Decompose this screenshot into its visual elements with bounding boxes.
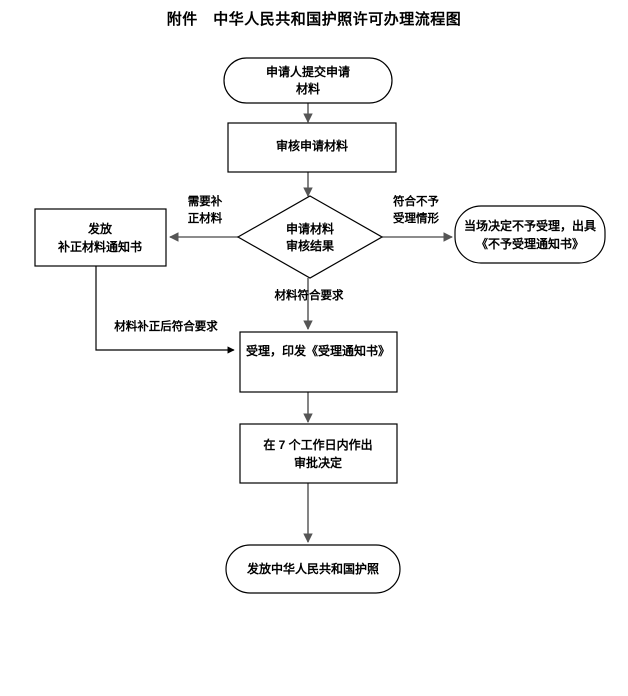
node-reject-label-line1: 当场决定不予受理，出具 [464, 218, 596, 233]
edge-label-not-accepted-line2: 受理情形 [393, 211, 439, 225]
node-approve-label-line2: 审批决定 [294, 455, 342, 470]
node-supplement-shape [34, 208, 167, 267]
node-review[interactable]: 审核申请材料 [227, 122, 397, 173]
edge-label-material-ok-line1: 材料符合要求 [275, 288, 344, 302]
edge-supplement-to-accept [95, 266, 235, 354]
node-decision[interactable]: 申请材料 审核结果 [236, 195, 384, 279]
node-approve[interactable]: 在 7 个工作日内作出 审批决定 [239, 423, 398, 484]
node-approve-label-line1: 在 7 个工作日内作出 [263, 437, 372, 452]
edge-label-need-supplement: 需要补 正材料 [188, 194, 223, 225]
node-decision-shape [236, 195, 384, 279]
node-review-label: 审核申请材料 [276, 138, 348, 153]
edge-label-need-supplement-line2: 正材料 [188, 211, 223, 225]
edge-label-need-supplement-line1: 需要补 [188, 194, 223, 208]
node-issue-shape [225, 544, 401, 594]
node-start[interactable]: 申请人提交申请 材料 [223, 57, 393, 104]
node-reject-shape [454, 205, 606, 264]
node-start-label-line2: 材料 [295, 81, 320, 96]
node-start-label-line1: 申请人提交申请 [266, 64, 350, 79]
edge-label-not-accepted-line1: 符合不予 [393, 194, 439, 208]
node-review-shape [227, 122, 397, 173]
node-decision-label-line2: 审核结果 [286, 238, 334, 253]
node-accept-label: 受理，印发《受理通知书》 [246, 343, 390, 358]
node-supplement-label-line1: 发放 [87, 221, 113, 236]
node-start-shape [223, 57, 393, 104]
page-title: 附件 中华人民共和国护照许可办理流程图 [166, 11, 462, 28]
node-issue-label: 发放中华人民共和国护照 [246, 561, 379, 576]
edge-label-after-supplement-line1: 材料补正后符合要求 [114, 319, 218, 333]
node-accept[interactable]: 受理，印发《受理通知书》 [239, 331, 398, 393]
node-supplement[interactable]: 发放 补正材料通知书 [34, 208, 167, 267]
node-accept-shape [239, 331, 398, 393]
node-supplement-label-line2: 补正材料通知书 [57, 239, 142, 254]
edge-label-after-supplement: 材料补正后符合要求 [114, 319, 218, 333]
node-reject[interactable]: 当场决定不予受理，出具 《不予受理通知书》 [454, 205, 606, 264]
node-issue[interactable]: 发放中华人民共和国护照 [225, 544, 401, 594]
edge-label-not-accepted: 符合不予 受理情形 [393, 194, 439, 225]
node-reject-label-line2: 《不予受理通知书》 [476, 236, 584, 251]
node-decision-label-line1: 申请材料 [286, 221, 334, 236]
node-approve-shape [239, 423, 398, 484]
edge-label-material-ok: 材料符合要求 [275, 288, 344, 302]
